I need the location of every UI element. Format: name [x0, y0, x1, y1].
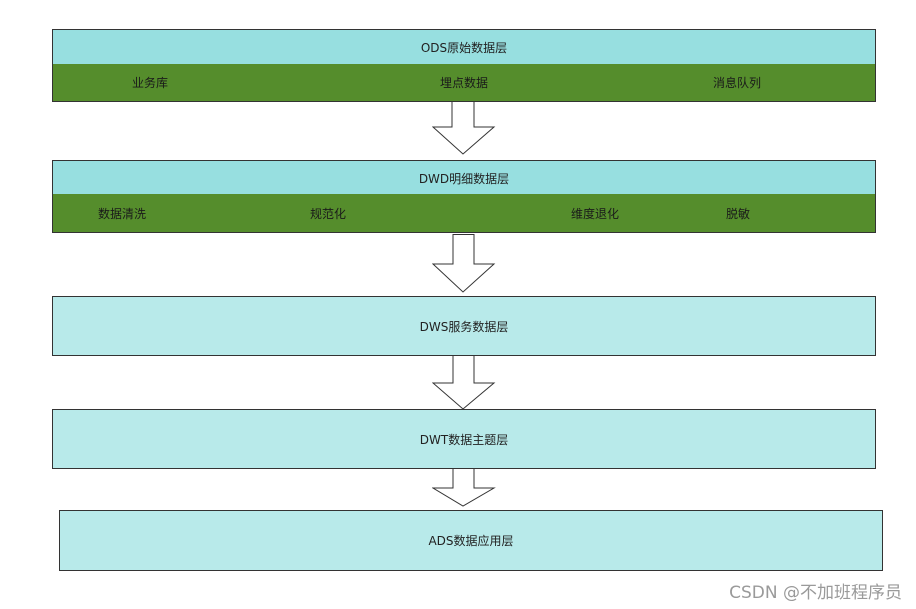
down-arrow-icon — [432, 468, 496, 507]
dwd-item-data-cleaning: 数据清洗 — [97, 206, 147, 221]
dwd-item-desensitization: 脱敏 — [725, 206, 751, 221]
ads-layer-title: ADS数据应用层 — [428, 534, 514, 548]
ods-item-business-db: 业务库 — [131, 76, 169, 90]
down-arrow-icon — [432, 101, 496, 155]
dwt-layer-title: DWT数据主题层 — [419, 432, 509, 447]
ods-item-tracking-data: 埋点数据 — [439, 76, 489, 90]
watermark: CSDN @不加班程序员 — [729, 583, 902, 603]
dwd-layer-title: DWD明细数据层 — [53, 161, 875, 196]
dwd-layer-box: DWD明细数据层 数据清洗 规范化 维度退化 脱敏 — [52, 160, 876, 233]
dws-layer-title: DWS服务数据层 — [419, 319, 509, 334]
dwd-item-dimension-degeneration: 维度退化 — [570, 206, 620, 221]
dws-layer-box: DWS服务数据层 — [52, 296, 876, 356]
ods-item-message-queue: 消息队列 — [712, 76, 762, 90]
dwd-process-bar: 数据清洗 规范化 维度退化 脱敏 — [53, 194, 875, 232]
down-arrow-icon — [432, 234, 496, 293]
dwd-item-normalization: 规范化 — [309, 206, 347, 221]
ods-layer-title: ODS原始数据层 — [53, 30, 875, 66]
ods-layer-box: ODS原始数据层 业务库 埋点数据 消息队列 — [52, 29, 876, 102]
ads-layer-box: ADS数据应用层 — [59, 510, 883, 571]
dwt-layer-box: DWT数据主题层 — [52, 409, 876, 469]
ods-source-bar: 业务库 埋点数据 消息队列 — [53, 64, 875, 101]
down-arrow-icon — [432, 355, 496, 410]
